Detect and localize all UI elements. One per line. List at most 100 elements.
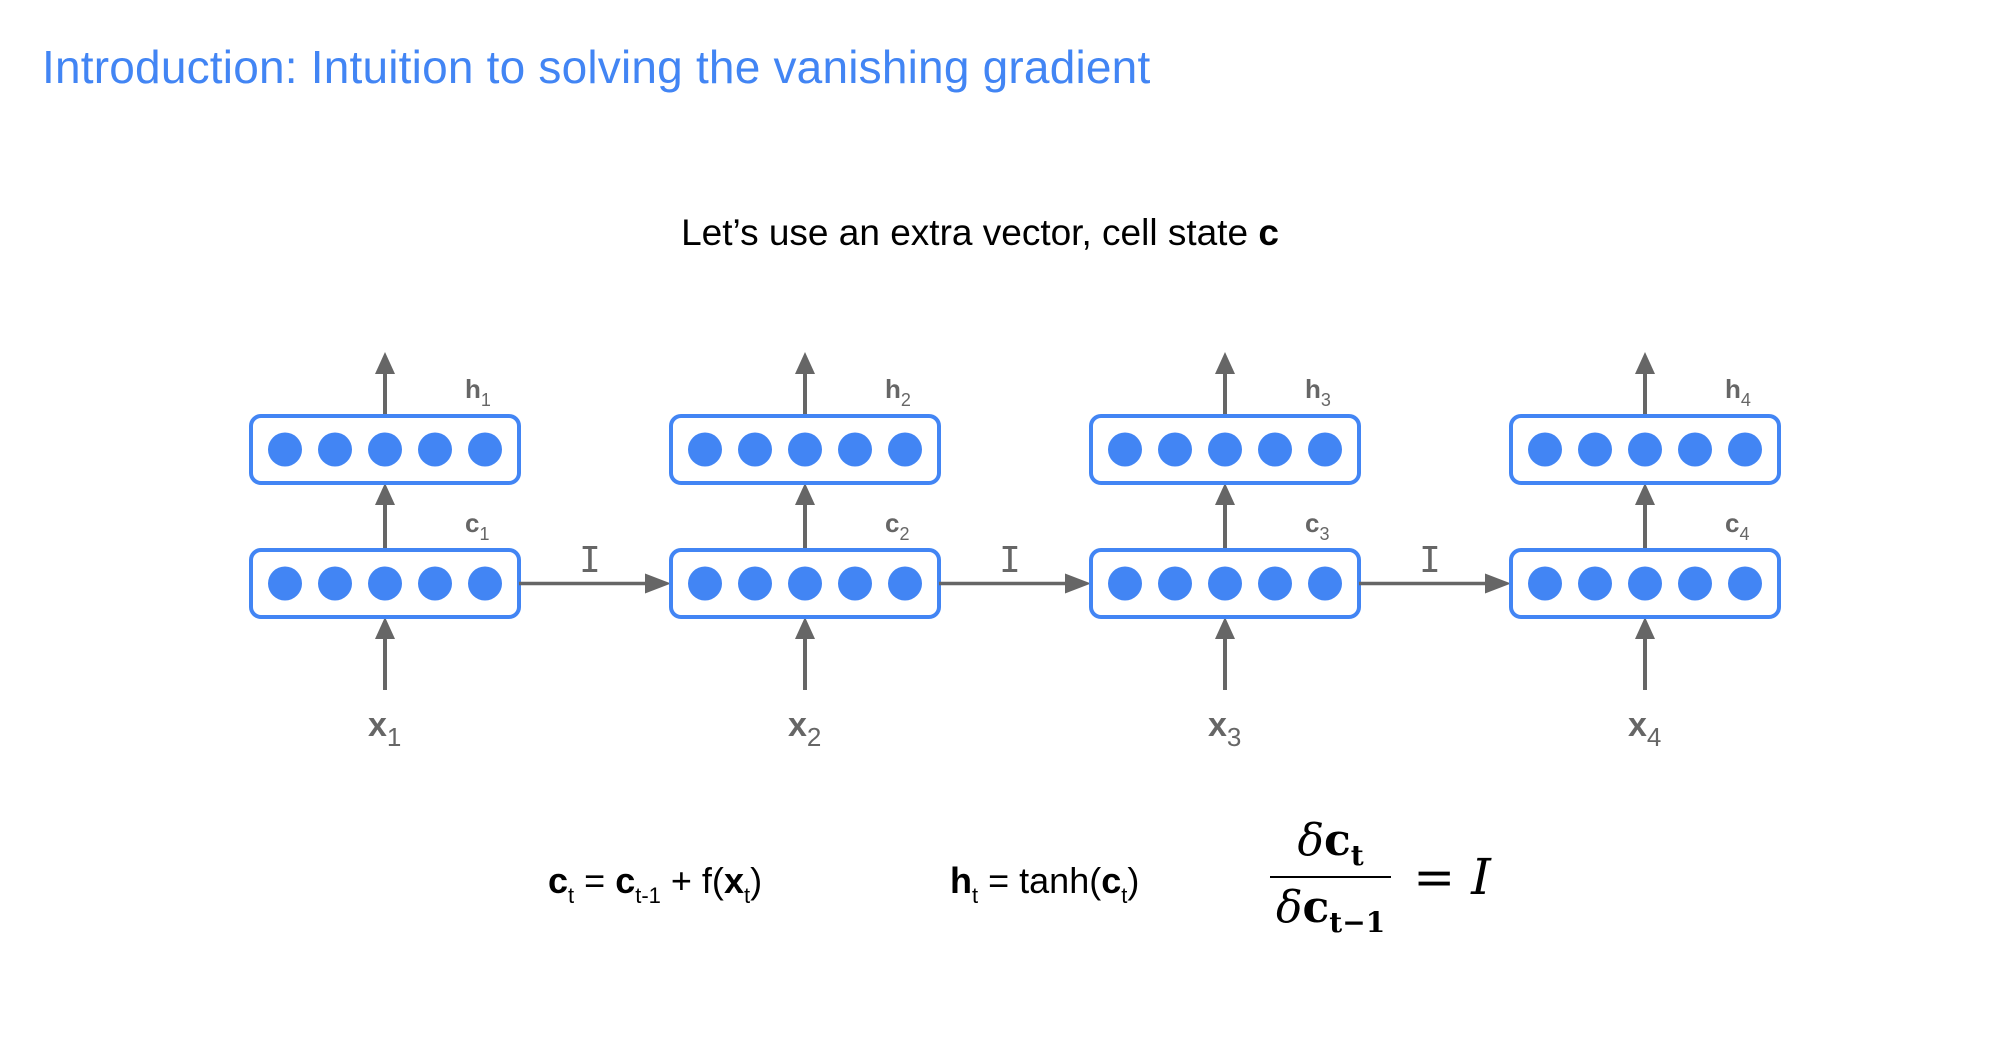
formula-eq: = bbox=[574, 860, 616, 901]
formula-c-prev: c bbox=[615, 860, 636, 901]
hidden-vector-neuron bbox=[1628, 432, 1662, 467]
cell-label-subscript: 3 bbox=[1319, 524, 1329, 544]
fraction-numerator: δct bbox=[1270, 815, 1392, 878]
cell-label-subscript: 1 bbox=[479, 524, 489, 544]
cell-state-arrow-head bbox=[1485, 573, 1511, 594]
output-arrow-head bbox=[375, 352, 395, 374]
formula-x: x bbox=[723, 860, 744, 901]
cell-to-hidden-arrow-head bbox=[1215, 483, 1235, 505]
cell-label: c2 bbox=[885, 508, 909, 544]
hidden-vector-neuron bbox=[468, 432, 502, 467]
formula-sub: t-1 bbox=[635, 883, 661, 908]
cell-vector-neuron bbox=[1728, 566, 1762, 601]
fraction-denominator: δct−1 bbox=[1270, 878, 1391, 939]
cell-vector-neuron bbox=[1308, 566, 1342, 601]
gradient-formula: δct δct−1 =I bbox=[1270, 815, 1491, 939]
cell-vector-neuron bbox=[1628, 566, 1662, 601]
equals-sign: = bbox=[1413, 848, 1456, 906]
cell-label-subscript: 4 bbox=[1739, 524, 1749, 544]
hidden-vector-neuron bbox=[1678, 432, 1712, 467]
input-label-subscript: 1 bbox=[387, 722, 401, 752]
hidden-state-formula: ht = tanh(ct) bbox=[950, 860, 1139, 909]
formula-sub: t bbox=[972, 883, 979, 908]
cell-vector-neuron bbox=[838, 566, 872, 601]
cell-label-base: c bbox=[885, 508, 899, 538]
input-label-base: x bbox=[368, 706, 387, 744]
cell-to-hidden-arrow-head bbox=[795, 483, 815, 505]
formula-sub: t bbox=[568, 883, 575, 908]
formula-sub: t bbox=[1121, 883, 1128, 908]
hidden-label: h1 bbox=[465, 374, 491, 410]
hidden-vector-neuron bbox=[1158, 432, 1192, 467]
cell-vector-neuron bbox=[688, 566, 722, 601]
input-arrow-head bbox=[375, 617, 395, 639]
input-label-subscript: 4 bbox=[1647, 722, 1661, 752]
cell-to-hidden-arrow-head bbox=[375, 483, 395, 505]
cell-to-hidden-arrow-head bbox=[1635, 483, 1655, 505]
identity-label: I bbox=[1419, 540, 1441, 581]
hidden-label: h3 bbox=[1305, 374, 1331, 410]
cell-vector-neuron bbox=[368, 566, 402, 601]
hidden-vector-neuron bbox=[1108, 432, 1142, 467]
numerator-c: c bbox=[1323, 815, 1351, 866]
cell-vector-neuron bbox=[1158, 566, 1192, 601]
cell-vector-neuron bbox=[268, 566, 302, 601]
output-arrow-head bbox=[1215, 352, 1235, 374]
cell-label-base: c bbox=[465, 508, 479, 538]
hidden-vector-neuron bbox=[1308, 432, 1342, 467]
input-label: x4 bbox=[1628, 706, 1661, 752]
formula-plus-f: + f( bbox=[660, 860, 724, 901]
output-arrow-head bbox=[1635, 352, 1655, 374]
identity-label: I bbox=[579, 540, 601, 581]
formula-close: ) bbox=[750, 860, 763, 901]
cell-vector-neuron bbox=[318, 566, 352, 601]
cell-vector-neuron bbox=[888, 566, 922, 601]
formula-close: ) bbox=[1127, 860, 1140, 901]
cell-label: c1 bbox=[465, 508, 489, 544]
input-arrow-head bbox=[1215, 617, 1235, 639]
hidden-vector-neuron bbox=[418, 432, 452, 467]
gradient-fraction: δct δct−1 bbox=[1270, 815, 1392, 939]
cell-vector-neuron bbox=[1528, 566, 1562, 601]
hidden-vector-neuron bbox=[1258, 432, 1292, 467]
subtitle-text: Let’s use an extra vector, cell state bbox=[681, 212, 1259, 253]
input-label: x2 bbox=[788, 706, 821, 752]
hidden-label-subscript: 2 bbox=[901, 390, 911, 410]
hidden-vector-neuron bbox=[688, 432, 722, 467]
hidden-label-subscript: 3 bbox=[1321, 390, 1331, 410]
formula-h-t: h bbox=[950, 860, 972, 901]
hidden-label-subscript: 4 bbox=[1741, 390, 1751, 410]
identity-symbol: I bbox=[1471, 848, 1491, 906]
hidden-vector-neuron bbox=[1578, 432, 1612, 467]
cell-vector-neuron bbox=[1678, 566, 1712, 601]
cell-vector-neuron bbox=[738, 566, 772, 601]
input-label: x1 bbox=[368, 706, 401, 752]
cell-state-arrow-head bbox=[645, 573, 671, 594]
hidden-vector-neuron bbox=[1728, 432, 1762, 467]
hidden-label-base: h bbox=[885, 374, 901, 404]
formula-c-t: c bbox=[548, 860, 569, 901]
input-label-subscript: 3 bbox=[1227, 722, 1241, 752]
cell-vector-neuron bbox=[1578, 566, 1612, 601]
hidden-vector-neuron bbox=[368, 432, 402, 467]
input-label-base: x bbox=[1208, 706, 1227, 744]
cell-vector-neuron bbox=[1258, 566, 1292, 601]
input-arrow-head bbox=[1635, 617, 1655, 639]
cell-vector-neuron bbox=[418, 566, 452, 601]
denominator-sub: t−1 bbox=[1329, 906, 1386, 939]
formula-tanh: = tanh( bbox=[978, 860, 1102, 901]
hidden-vector-neuron bbox=[738, 432, 772, 467]
hidden-vector-neuron bbox=[1528, 432, 1562, 467]
denominator-c: c bbox=[1302, 882, 1330, 933]
gradient-equals: =I bbox=[1413, 848, 1491, 906]
hidden-label: h2 bbox=[885, 374, 911, 410]
hidden-label-base: h bbox=[1305, 374, 1321, 404]
hidden-vector-neuron bbox=[788, 432, 822, 467]
hidden-vector-neuron bbox=[838, 432, 872, 467]
cell-label-base: c bbox=[1725, 508, 1739, 538]
hidden-vector-neuron bbox=[268, 432, 302, 467]
slide-title: Introduction: Intuition to solving the v… bbox=[42, 41, 1151, 93]
cell-vector-neuron bbox=[1208, 566, 1242, 601]
formula-c: c bbox=[1101, 860, 1122, 901]
